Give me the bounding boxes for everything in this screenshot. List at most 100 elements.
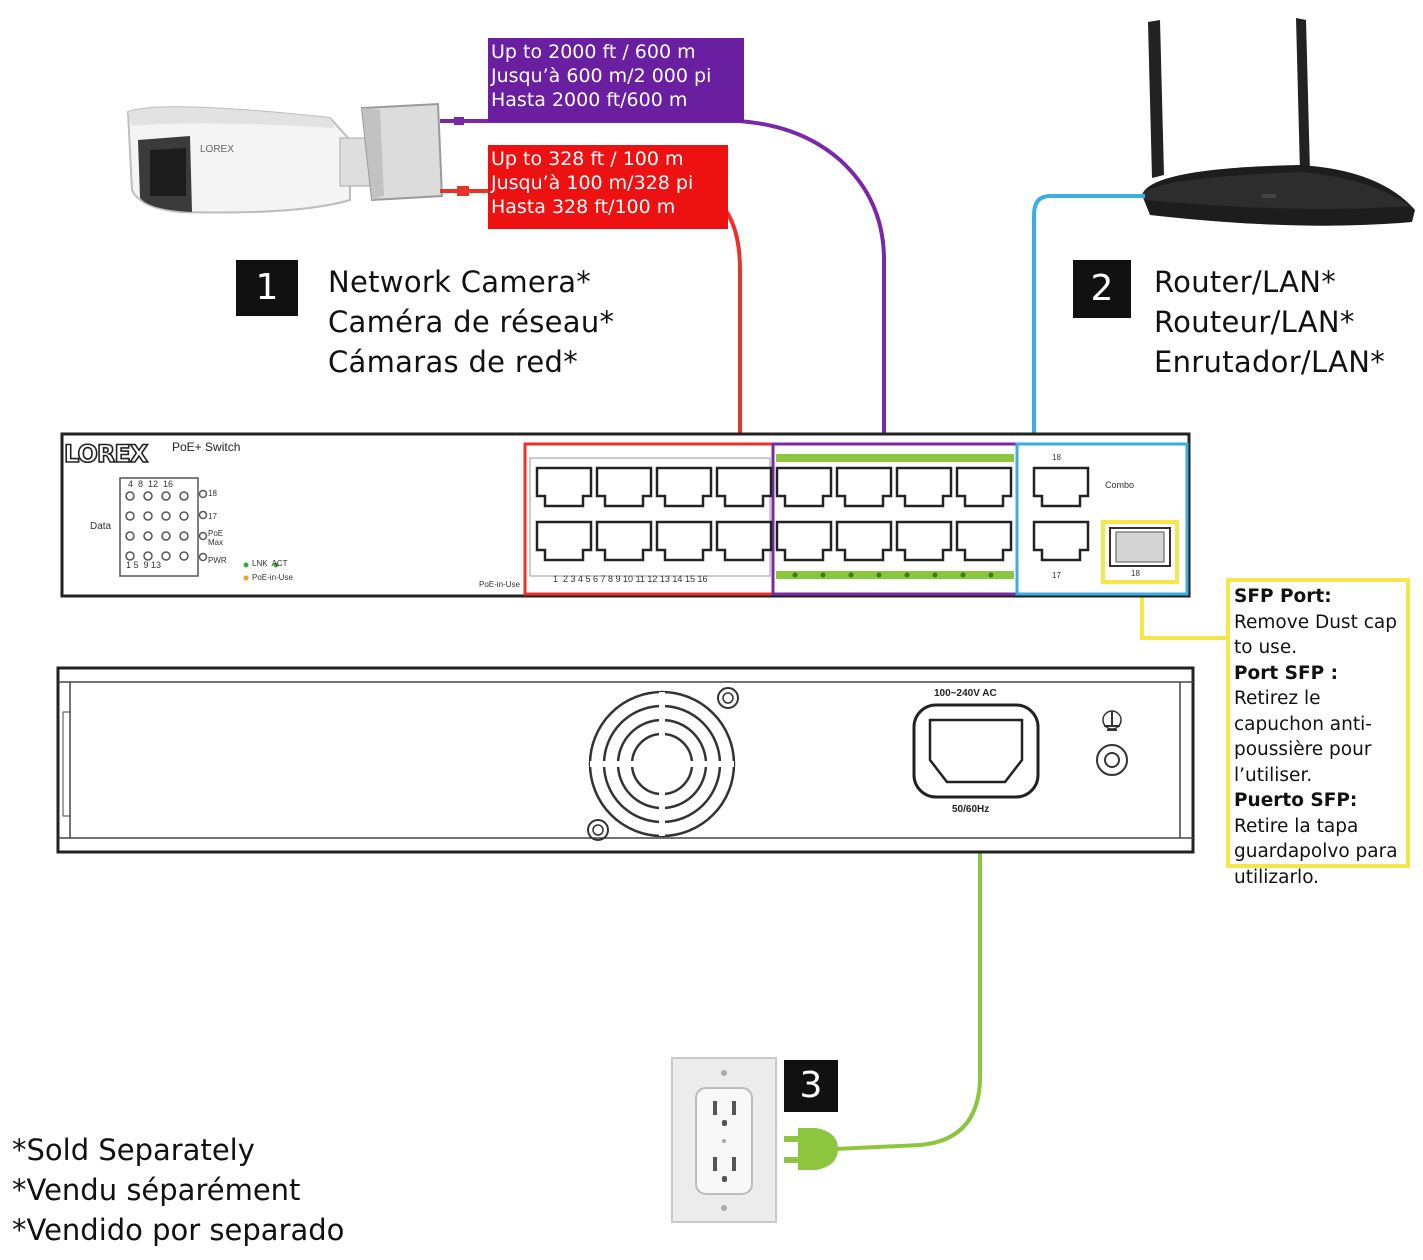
camera-label-es: Cámaras de red* (328, 345, 579, 379)
port-17-label: 17 (1052, 571, 1061, 580)
sfp-yellow-connector (1140, 586, 1226, 640)
switch-front-panel (60, 432, 1191, 598)
standard-distance-line-es: Hasta 328 ft/100 m (491, 196, 676, 218)
standard-distance-line-fr: Jusqu’à 100 m/328 pi (491, 172, 694, 194)
rj45-port-bottom-1 (535, 520, 593, 562)
sfp-note-es-text: Retire la tapa guardapolvo para utilizar… (1234, 815, 1398, 888)
legend-led (243, 562, 249, 568)
camera-brand-text: LOREX (200, 144, 234, 155)
blue-cable (1032, 194, 1145, 444)
port-status-led (125, 511, 135, 521)
legend-led (243, 575, 249, 581)
standard-distance-label: Up to 328 ft / 100 m Jusqu’à 100 m/328 p… (488, 145, 728, 229)
fan-grille (588, 690, 736, 838)
rj45-port-top-2 (595, 466, 653, 508)
port-status-led (161, 531, 171, 541)
system-status-led (198, 489, 208, 499)
led-label-pwr: PWR (208, 556, 227, 565)
port-status-led (125, 531, 135, 541)
poe-indicator-led (876, 572, 882, 578)
rj45-port-top-6 (835, 466, 893, 508)
power-plug-icon (784, 1128, 838, 1170)
rj45-port-top-5 (775, 466, 833, 508)
sold-separately-en: *Sold Separately (12, 1133, 255, 1167)
router-label-es: Enrutador/LAN* (1154, 345, 1386, 379)
power-frequency-label: 50/60Hz (952, 804, 990, 815)
port-numbers: 1 2 3 4 5 6 7 8 9 10 11 12 13 14 15 16 (553, 574, 708, 584)
rj45-port-bottom-4 (715, 520, 773, 562)
wall-outlet-image (671, 1057, 777, 1223)
combo-label: Combo (1105, 480, 1135, 490)
led-label-18: 18 (208, 489, 217, 498)
port-status-led (161, 491, 171, 501)
rj45-port-top-3 (655, 466, 713, 508)
purple-cable (464, 119, 886, 444)
port-status-led (125, 491, 135, 501)
poe-indicator-led (820, 572, 826, 578)
extended-distance-line-fr: Jusqu’à 600 m/2 000 pi (491, 65, 712, 87)
extended-distance-line-es: Hasta 2000 ft/600 m (491, 89, 688, 111)
rj45-port-bottom-6 (835, 520, 893, 562)
router-label-en: Router/LAN* (1154, 265, 1337, 299)
router-label: Router/LAN* Routeur/LAN* Enrutador/LAN* (1154, 262, 1385, 382)
port-status-led (143, 531, 153, 541)
extended-distance-line-en: Up to 2000 ft / 600 m (491, 41, 696, 63)
sold-separately-note: *Sold Separately *Vendu séparément *Vend… (12, 1130, 344, 1250)
led-legend-link: LNK ACT (252, 559, 288, 568)
legend-led (273, 562, 279, 568)
step-2-badge: 2 (1073, 260, 1131, 318)
sfp-port-note: SFP Port: Remove Dust cap to use. Port S… (1226, 578, 1410, 888)
led-label-17: 17 (208, 512, 217, 521)
poe-indicator-led (988, 572, 994, 578)
rj45-port-bottom-2 (595, 520, 653, 562)
rj45-port-17 (1032, 520, 1090, 562)
step-1-badge: 1 (236, 260, 298, 316)
port-status-led (143, 551, 153, 561)
rj45-port-top-4 (715, 466, 773, 508)
sfp-note-en-title: SFP Port: (1234, 586, 1332, 607)
rj45-port-bottom-3 (655, 520, 713, 562)
camera-label-en: Network Camera* (328, 265, 592, 299)
sfp-note-es-title: Puerto SFP: (1234, 790, 1358, 811)
port-status-led (179, 511, 189, 521)
switch-model-label: PoE+ Switch (172, 440, 241, 454)
sfp-note-fr-title: Port SFP : (1234, 662, 1339, 684)
rj45-port-18 (1032, 466, 1090, 508)
port-status-led (179, 491, 189, 501)
poe-indicator-led (904, 572, 910, 578)
system-status-led (198, 531, 208, 541)
camera-label-fr: Caméra de réseau* (328, 305, 615, 339)
sfp-port-number: 18 (1131, 569, 1140, 578)
green-cable (834, 815, 982, 1151)
port-status-led (143, 511, 153, 521)
rj45-port-top-7 (895, 466, 953, 508)
led-bottom-numbers: 1 5 9 13 (126, 560, 162, 570)
switch-brand-logo: LOREX (64, 440, 149, 468)
rj45-port-top-8 (955, 466, 1013, 508)
led-legend-poe: PoE-in-Use (252, 573, 293, 582)
step-3-badge: 3 (784, 1060, 838, 1112)
port-status-led (125, 551, 135, 561)
port-status-led (179, 551, 189, 561)
poe-indicator-led (792, 572, 798, 578)
led-label-poe-max: PoE Max (208, 529, 224, 547)
sold-separately-es: *Vendido por separado (12, 1213, 345, 1247)
router-image (1142, 18, 1415, 226)
router-label-fr: Routeur/LAN* (1154, 305, 1355, 339)
rj45-port-bottom-5 (775, 520, 833, 562)
port-status-led (179, 531, 189, 541)
data-label: Data (90, 521, 112, 532)
extended-distance-label: Up to 2000 ft / 600 m Jusqu’à 600 m/2 00… (488, 38, 744, 122)
power-voltage-label: 100~240V AC (934, 688, 997, 699)
port-18-label: 18 (1052, 453, 1061, 462)
sfp-note-fr-text: Retirez le capuchon anti-poussière pour … (1234, 688, 1372, 786)
port-status-led (161, 551, 171, 561)
system-status-led (198, 510, 208, 520)
system-status-led (198, 552, 208, 562)
poe-indicator-led (960, 572, 966, 578)
poe-indicator-led (932, 572, 938, 578)
sfp-note-en-text: Remove Dust cap to use. (1234, 611, 1397, 659)
sold-separately-fr: *Vendu séparément (12, 1173, 301, 1207)
led-top-numbers: 4 8 12 16 (128, 479, 174, 489)
